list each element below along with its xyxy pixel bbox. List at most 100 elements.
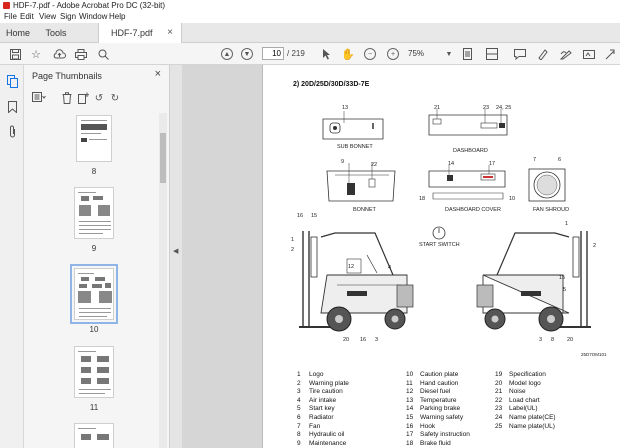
- page-separator: /: [287, 49, 290, 58]
- thumbnail-page-12[interactable]: [74, 423, 114, 448]
- fit-page-icon[interactable]: [460, 47, 474, 61]
- print-icon[interactable]: [74, 47, 88, 61]
- callout-16-left-b: 16: [360, 337, 367, 343]
- tab-bar: Home Tools HDF-7.pdf ×: [0, 23, 620, 43]
- tab-close-icon[interactable]: ×: [167, 27, 173, 38]
- menu-view[interactable]: View: [39, 12, 57, 21]
- rotate-clockwise-icon[interactable]: ↻: [110, 93, 120, 104]
- thumbnail-label-8: 8: [91, 167, 97, 176]
- callout-3-left: 3: [375, 337, 379, 343]
- zoom-level[interactable]: 75%: [408, 49, 425, 58]
- share-icon[interactable]: [603, 47, 617, 61]
- page-total-count: 219: [291, 49, 305, 58]
- pdf-page: 2) 20D/25D/30D/33D-7E 13 SUB BONNET 21 2…: [262, 65, 620, 448]
- hand-tool-icon[interactable]: ✋: [341, 48, 355, 61]
- previous-page-icon[interactable]: ▲: [221, 48, 233, 60]
- scroll-mode-icon[interactable]: [485, 47, 499, 61]
- fan-shroud-diagram: [528, 168, 566, 202]
- menu-sign[interactable]: Sign: [60, 12, 77, 21]
- thumbnail-page-9[interactable]: [74, 187, 114, 239]
- thumbnail-scrollbar[interactable]: [159, 113, 167, 448]
- collapse-panel-arrow-icon[interactable]: ◀: [173, 248, 179, 255]
- menu-edit[interactable]: Edit: [20, 12, 34, 21]
- callout-1-right: 1: [565, 221, 569, 227]
- thumbnail-page-11[interactable]: [74, 346, 114, 398]
- document-viewport[interactable]: 2) 20D/25D/30D/33D-7E 13 SUB BONNET 21 2…: [182, 65, 620, 448]
- highlight-pen-icon[interactable]: [536, 47, 550, 61]
- thumbnail-label-9: 9: [91, 244, 97, 253]
- start-switch-diagram: [432, 226, 446, 240]
- zoom-in-icon[interactable]: +: [387, 48, 399, 60]
- left-navigation-rail: [0, 65, 24, 448]
- menu-window[interactable]: Window: [79, 12, 108, 21]
- fill-sign-icon[interactable]: [582, 47, 596, 61]
- thumbnail-options-menu-icon[interactable]: [32, 92, 46, 106]
- rotate-counterclockwise-icon[interactable]: ↺: [94, 93, 104, 104]
- page-thumbnails-panel: Page Thumbnails × ↺ ↻ 8 9: [24, 65, 170, 448]
- panel-splitter[interactable]: ◀: [170, 65, 182, 448]
- attachments-paperclip-icon[interactable]: [5, 125, 19, 139]
- tab-home[interactable]: Home: [5, 28, 30, 38]
- menu-file[interactable]: File: [4, 12, 17, 21]
- menu-help[interactable]: Help: [109, 12, 126, 21]
- bonnet-label: BONNET: [353, 207, 376, 213]
- insert-page-icon[interactable]: [76, 92, 90, 106]
- callout-23: 23: [483, 105, 490, 111]
- fan-shroud-label: FAN SHROUD: [533, 207, 570, 213]
- zoom-dropdown-chevron-icon[interactable]: ▼: [445, 50, 453, 58]
- thumbnail-page-10[interactable]: [70, 264, 118, 324]
- dashboard-cover-label: DASHBOARD COVER: [445, 207, 501, 213]
- callout-17: 17: [489, 161, 496, 167]
- save-icon[interactable]: [8, 47, 22, 61]
- callout-20-left: 20: [343, 337, 350, 343]
- callout-12-left: 12: [348, 264, 355, 270]
- search-icon[interactable]: [96, 47, 110, 61]
- window-title: HDF-7.pdf - Adobe Acrobat Pro DC (32-bit…: [13, 1, 166, 10]
- next-page-icon[interactable]: ▼: [241, 48, 253, 60]
- callout-2-right: 2: [593, 243, 597, 249]
- bookmarks-icon[interactable]: [5, 101, 19, 115]
- tab-tools[interactable]: Tools: [45, 28, 67, 38]
- callout-9: 9: [341, 159, 345, 165]
- forklift-right-view: [476, 231, 591, 332]
- forklift-left-view: [299, 231, 414, 332]
- upload-cloud-icon[interactable]: [52, 47, 66, 61]
- dashboard-label: DASHBOARD: [453, 148, 488, 154]
- callout-22: 22: [371, 162, 378, 168]
- tab-document[interactable]: HDF-7.pdf ×: [98, 23, 182, 43]
- bookmark-star-icon[interactable]: ☆: [31, 48, 41, 61]
- callout-4-left: 4: [388, 265, 392, 271]
- comment-icon[interactable]: [513, 47, 527, 61]
- page-number-input[interactable]: [262, 47, 284, 60]
- page-thumbnails-icon[interactable]: [5, 75, 19, 89]
- callout-10: 10: [509, 196, 516, 202]
- panel-close-icon[interactable]: ×: [154, 68, 161, 80]
- select-cursor-icon[interactable]: [319, 47, 333, 61]
- thumbnail-label-11: 11: [89, 403, 99, 412]
- thumbnail-scrollbar-thumb[interactable]: [160, 133, 166, 183]
- bonnet-diagram: [326, 163, 396, 202]
- callout-6: 6: [558, 157, 562, 163]
- zoom-out-icon[interactable]: −: [364, 48, 376, 60]
- thumbnail-page-8[interactable]: [76, 115, 112, 162]
- delete-page-trash-icon[interactable]: [60, 92, 74, 106]
- draw-freeform-icon[interactable]: [559, 47, 573, 61]
